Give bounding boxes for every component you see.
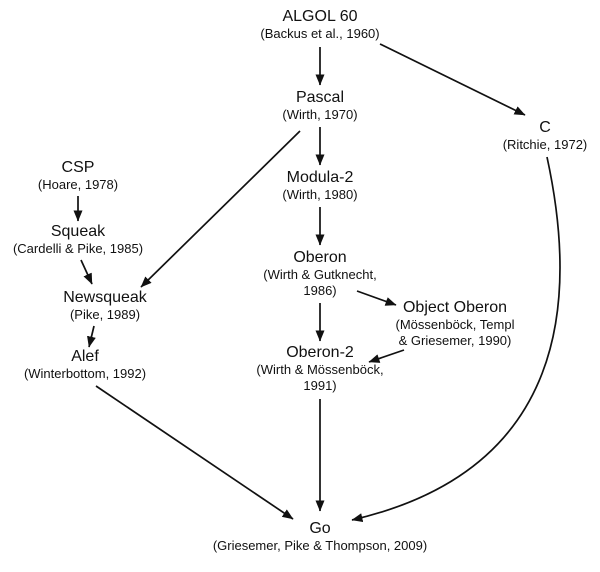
edge-newsqueak-to-alef bbox=[87, 325, 96, 348]
node-label-alef: Alef bbox=[71, 348, 99, 365]
node-citation-newsqueak-line1: (Pike, 1989) bbox=[70, 307, 140, 322]
node-citation-oberon-line1: (Wirth & Gutknecht, bbox=[263, 267, 376, 282]
node-newsqueak: Newsqueak(Pike, 1989) bbox=[63, 289, 148, 322]
node-citation-c-line1: (Ritchie, 1972) bbox=[503, 137, 588, 152]
node-modula2: Modula-2(Wirth, 1980) bbox=[282, 169, 357, 202]
edge-c-to-go bbox=[351, 156, 561, 523]
node-citation-algol60-line1: (Backus et al., 1960) bbox=[260, 26, 379, 41]
node-label-modula2: Modula-2 bbox=[287, 169, 354, 186]
node-citation-objectoberon-line1: (Mössenböck, Templ bbox=[396, 317, 515, 332]
node-go: Go(Griesemer, Pike & Thompson, 2009) bbox=[213, 520, 427, 553]
node-citation-oberon-line2: 1986) bbox=[303, 283, 336, 298]
nodes-layer: ALGOL 60(Backus et al., 1960)Pascal(Wirt… bbox=[13, 8, 587, 553]
node-label-csp: CSP bbox=[62, 159, 95, 176]
node-csp: CSP(Hoare, 1978) bbox=[38, 159, 118, 192]
node-label-newsqueak: Newsqueak bbox=[63, 289, 148, 306]
edge-objectoberon-to-oberon2 bbox=[368, 349, 405, 363]
node-citation-squeak-line1: (Cardelli & Pike, 1985) bbox=[13, 241, 143, 256]
node-algol60: ALGOL 60(Backus et al., 1960) bbox=[260, 8, 379, 41]
node-oberon2: Oberon-2(Wirth & Mössenböck,1991) bbox=[256, 344, 383, 393]
node-citation-go-line1: (Griesemer, Pike & Thompson, 2009) bbox=[213, 538, 427, 553]
node-label-objectoberon: Object Oberon bbox=[403, 299, 507, 316]
node-label-c: C bbox=[539, 119, 551, 136]
edge-alef-to-go bbox=[95, 385, 294, 520]
node-label-oberon2: Oberon-2 bbox=[286, 344, 354, 361]
node-c: C(Ritchie, 1972) bbox=[503, 119, 588, 152]
node-citation-pascal-line1: (Wirth, 1970) bbox=[282, 107, 357, 122]
node-alef: Alef(Winterbottom, 1992) bbox=[24, 348, 146, 381]
node-citation-objectoberon-line2: & Griesemer, 1990) bbox=[399, 333, 512, 348]
node-objectoberon: Object Oberon(Mössenböck, Templ& Griesem… bbox=[396, 299, 515, 348]
node-label-oberon: Oberon bbox=[293, 249, 346, 266]
node-label-go: Go bbox=[309, 520, 330, 537]
node-label-algol60: ALGOL 60 bbox=[282, 8, 357, 25]
node-pascal: Pascal(Wirth, 1970) bbox=[282, 89, 357, 122]
node-squeak: Squeak(Cardelli & Pike, 1985) bbox=[13, 223, 143, 256]
edge-squeak-to-newsqueak bbox=[80, 259, 93, 285]
edge-oberon-to-objectoberon bbox=[356, 290, 397, 306]
node-oberon: Oberon(Wirth & Gutknecht,1986) bbox=[263, 249, 376, 298]
node-citation-modula2-line1: (Wirth, 1980) bbox=[282, 187, 357, 202]
node-label-pascal: Pascal bbox=[296, 89, 344, 106]
edge-pascal-to-newsqueak bbox=[140, 130, 301, 288]
node-label-squeak: Squeak bbox=[51, 223, 106, 240]
edge-algol60-to-c bbox=[379, 43, 526, 116]
edges-layer bbox=[73, 43, 561, 523]
node-citation-oberon2-line1: (Wirth & Mössenböck, bbox=[256, 362, 383, 377]
node-citation-csp-line1: (Hoare, 1978) bbox=[38, 177, 118, 192]
node-citation-oberon2-line2: 1991) bbox=[303, 378, 336, 393]
node-citation-alef-line1: (Winterbottom, 1992) bbox=[24, 366, 146, 381]
